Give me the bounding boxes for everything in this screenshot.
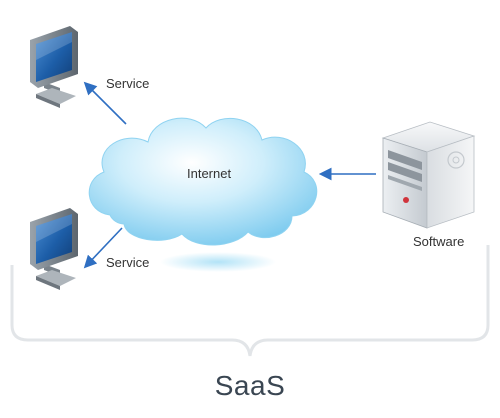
internet-cloud-icon xyxy=(88,117,318,246)
service-bottom-label: Service xyxy=(106,255,150,270)
arrow-to-top-service xyxy=(83,81,127,125)
software-label: Software xyxy=(413,234,465,249)
cloud-shadow xyxy=(160,252,276,272)
saas-title: SaaS xyxy=(214,370,286,401)
arrow-to-bottom-service xyxy=(83,227,123,269)
client-monitor-bottom-icon xyxy=(30,208,78,290)
saas-bracket xyxy=(10,245,490,357)
service-top-label: Service xyxy=(106,76,150,91)
client-monitor-top-icon xyxy=(30,26,78,108)
software-server-icon xyxy=(381,121,476,229)
internet-label: Internet xyxy=(187,166,232,181)
